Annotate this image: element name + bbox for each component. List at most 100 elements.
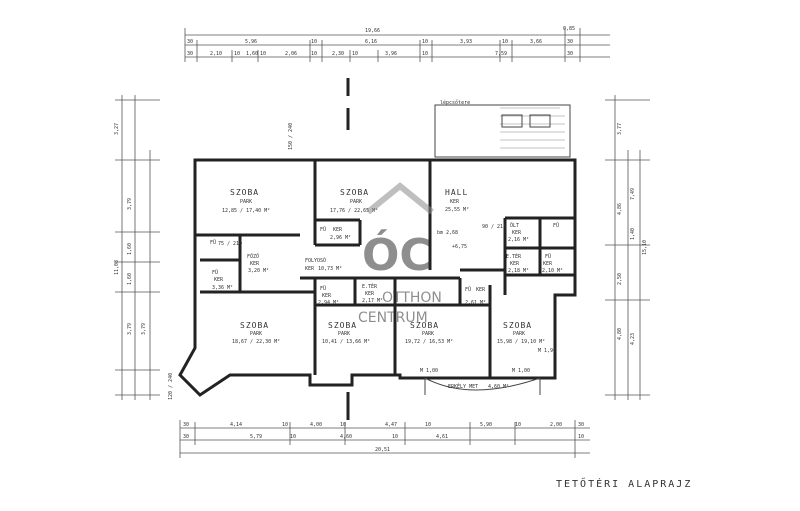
dim-label: 4,00 <box>310 422 322 428</box>
room-name: HALL <box>445 188 468 197</box>
dim-label: 10 <box>392 434 398 440</box>
room-name: SZOBA <box>240 321 269 330</box>
room-floor: KER <box>214 277 224 283</box>
dim-label: 10 <box>502 39 508 45</box>
dim-label: 10 <box>260 51 266 57</box>
room-szoba-5: SZOBA PARK 19,72 / 16,53 M² <box>405 321 453 345</box>
height-mark-2: M 1,00 <box>512 368 530 374</box>
room-area: 12,85 / 17,40 M² <box>222 208 270 214</box>
room-area: 17,76 / 22,65 M² <box>330 208 378 214</box>
dim-label: 3,27 <box>114 123 120 135</box>
dim-label: 1,60 <box>127 273 133 285</box>
dim-label: 3,96 <box>385 51 397 57</box>
watermark-line2: CENTRUM <box>358 310 428 326</box>
room-floor: KER <box>322 293 332 299</box>
room-szoba-3: SZOBA PARK 18,67 / 22,30 M² <box>232 321 280 345</box>
dim-label: 4,14 <box>230 422 242 428</box>
balcony-area: 4,60 M² <box>488 384 509 390</box>
dim-label: 3,79 <box>141 323 147 335</box>
room-name: FÜ <box>465 286 471 293</box>
room-name: SZOBA <box>340 188 369 197</box>
room-name: E.TÉR <box>506 252 522 260</box>
room-name: FÜ <box>545 253 551 260</box>
dim-label: 4,86 <box>617 203 623 215</box>
watermark: ÓC OTTHON CENTRUM <box>358 182 442 326</box>
misc-annotations: bm 2,68 +6,75 M 1,00 M 1,00 M 1,90 90 / … <box>168 123 556 400</box>
room-area: 2,17 M² <box>362 298 383 304</box>
room-area: 15,98 / 19,10 M² <box>497 339 545 345</box>
room-floor: KER <box>305 266 315 272</box>
height-label: bm 2,68 <box>437 230 458 236</box>
dim-label: 30 <box>183 434 189 440</box>
room-floor: KER <box>333 227 343 233</box>
dim-label: 30 <box>578 422 584 428</box>
room-name: FÜ <box>553 222 559 229</box>
room-fu-left: FÜ <box>210 239 216 246</box>
dim-label: 10 <box>425 422 431 428</box>
dim-label: 11,08 <box>114 260 120 275</box>
dim-label: 15,10 <box>642 240 648 255</box>
top-dimension-lines: 19,66 0,85 30 5,96 10 6,16 10 3,93 10 3,… <box>184 26 610 62</box>
dim-label: 10 <box>422 51 428 57</box>
window-size-label: 150 / 240 <box>288 123 294 150</box>
room-name: FÜ <box>212 269 218 276</box>
watermark-logo: ÓC <box>362 228 432 281</box>
room-floor: PARK <box>513 331 525 337</box>
room-fu-3: FÜ KER 2,94 M² <box>318 285 339 306</box>
room-name: FÜ <box>320 285 326 292</box>
room-area: 25,55 M² <box>445 207 469 213</box>
stairwell: lépcsőtere <box>434 99 571 158</box>
room-szoba-4: SZOBA PARK 10,41 / 13,66 M² <box>322 321 370 345</box>
balcony: ERKÉLY MET 4,60 M² <box>424 377 541 395</box>
room-szoba-6: SZOBA PARK 15,98 / 19,10 M² <box>497 321 545 345</box>
room-fozo: FŐZŐ KER 3,20 M² <box>247 253 269 274</box>
dim-label: 3,93 <box>460 39 472 45</box>
dim-label: 1,40 <box>630 228 636 240</box>
dim-label: 30 <box>567 51 573 57</box>
room-area: 2,96 M² <box>330 235 351 241</box>
dim-label: 10 <box>290 434 296 440</box>
dim-label: 4,61 <box>436 434 448 440</box>
dim-label: 5,79 <box>250 434 262 440</box>
room-szoba-1: SZOBA PARK 12,85 / 17,40 M² <box>222 188 270 214</box>
dim-label: 5,96 <box>245 39 257 45</box>
room-area: 2,94 M² <box>318 300 339 306</box>
bottom-dimension-lines: 30 4,14 10 4,00 10 4,47 10 5,90 10 2,00 … <box>179 420 590 458</box>
dim-label: 4,47 <box>385 422 397 428</box>
room-floor: PARK <box>350 199 362 205</box>
dim-label: 10 <box>311 51 317 57</box>
bottom-overall-dim: 20,51 <box>375 447 390 453</box>
dim-label: 30 <box>187 51 193 57</box>
room-floor: KER <box>512 230 522 236</box>
room-fu-2: FÜ KER 3,36 M² <box>212 269 233 291</box>
room-floor: PARK <box>240 199 252 205</box>
height-mark-1: M 1,00 <box>420 368 438 374</box>
room-area: 2,16 M² <box>508 237 529 243</box>
room-olt: ÖLT KER 2,16 M² <box>508 222 529 243</box>
window-size-label: 120 / 240 <box>168 373 174 400</box>
dim-label: 4,80 <box>617 328 623 340</box>
dim-label: 7,49 <box>630 188 636 200</box>
door-size-label: 75 / 210 <box>218 241 242 247</box>
dim-label: 6,16 <box>365 39 377 45</box>
watermark-line1: OTTHON <box>382 290 442 306</box>
dim-label: 3,66 <box>530 39 542 45</box>
stairwell-label: lépcsőtere <box>440 99 470 106</box>
room-name: SZOBA <box>328 321 357 330</box>
dim-label: 2,06 <box>285 51 297 57</box>
dim-label: 10 <box>234 51 240 57</box>
dim-label: 7,59 <box>495 51 507 57</box>
dim-label: 10 <box>515 422 521 428</box>
door-size-label: 90 / 210 <box>482 224 506 230</box>
room-eter-2: E.TÉR KER 2,18 M² <box>506 252 529 274</box>
plan-title: TETŐTÉRI ALAPRAJZ <box>556 476 692 490</box>
room-floor: KER <box>250 261 260 267</box>
dim-label: 2,10 <box>210 51 222 57</box>
dim-label: 30 <box>183 422 189 428</box>
dim-label: 30 <box>187 39 193 45</box>
room-name: E.TÉR <box>362 282 378 290</box>
room-floor: KER <box>510 261 520 267</box>
left-dimension-lines: 3,27 3,79 11,08 1,60 1,60 3,79 3,79 <box>114 95 160 400</box>
room-area: 2,18 M² <box>508 268 529 274</box>
